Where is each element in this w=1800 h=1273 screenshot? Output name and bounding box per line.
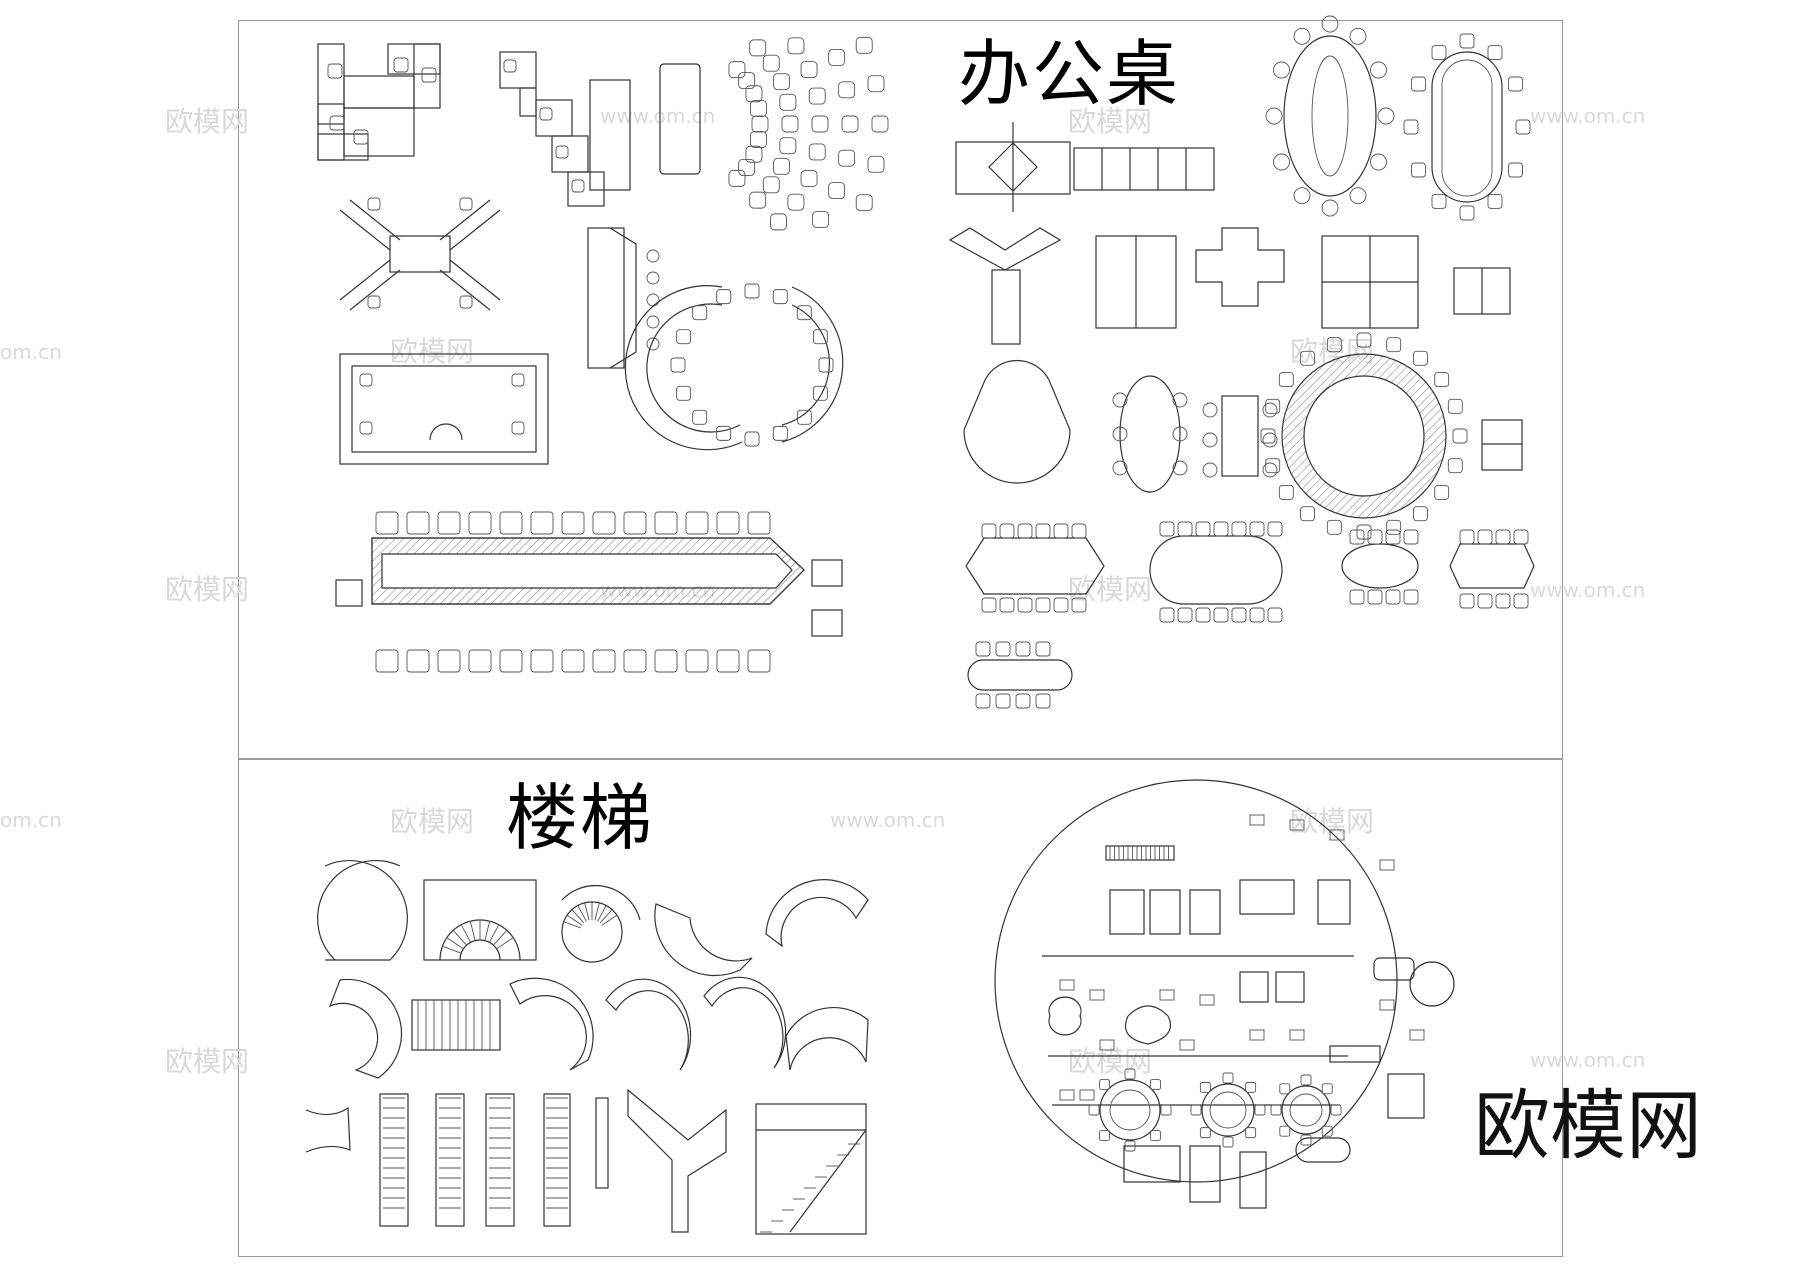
brand-logo-text: 欧模网 — [1474, 1081, 1702, 1170]
section-title-office-desks: 办公桌 — [958, 32, 1181, 116]
watermark-url: www.om.cn — [600, 104, 716, 128]
watermark-url: om.cn — [0, 808, 62, 832]
watermark: 欧模网 — [165, 105, 250, 138]
watermark-url: www.om.cn — [1530, 104, 1646, 128]
lower-panel-frame — [238, 758, 1563, 1257]
watermark: 欧模网 — [390, 335, 475, 368]
watermark: 欧模网 — [165, 573, 250, 606]
watermark-url: www.om.cn — [830, 808, 946, 832]
watermark: 欧模网 — [390, 805, 475, 838]
watermark: 欧模网 — [1068, 105, 1153, 138]
watermark: 欧模网 — [1068, 1045, 1153, 1078]
watermark-url: om.cn — [0, 340, 62, 364]
watermark-url: www.om.cn — [1530, 578, 1646, 602]
upper-panel-frame — [238, 20, 1563, 760]
watermark: 欧模网 — [165, 1045, 250, 1078]
watermark-url: www.om.cn — [1530, 1048, 1646, 1072]
watermark: 欧模网 — [1068, 573, 1153, 606]
section-title-stairs: 楼梯 — [506, 776, 655, 860]
